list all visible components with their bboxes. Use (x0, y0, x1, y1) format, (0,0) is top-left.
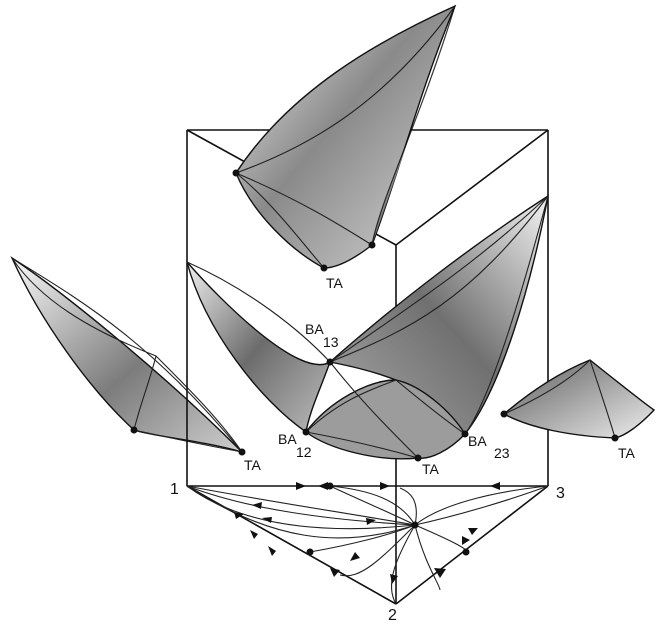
equilibrium-dot (320, 264, 328, 272)
label-ba12: BA (278, 431, 297, 447)
label-ta-left: TA (244, 457, 262, 473)
equilibrium-dot (414, 454, 422, 462)
equilibrium-dot (306, 548, 314, 556)
equilibrium-dot (368, 241, 376, 249)
label-ba12-subscript: 12 (296, 444, 312, 460)
equilibrium-dot (462, 548, 470, 556)
equilibrium-dot (232, 169, 240, 177)
equilibrium-dot (461, 430, 469, 438)
label-ba23-subscript: 23 (494, 445, 510, 461)
flow-lines (186, 482, 549, 605)
equilibrium-dot (326, 482, 334, 490)
vertex-label-2: 2 (388, 607, 397, 624)
equilibrium-dot (326, 358, 334, 366)
equilibrium-dot (500, 410, 508, 418)
label-ba13: BA (305, 321, 324, 337)
equilibrium-dot (238, 448, 246, 456)
label-ba13-subscript: 13 (323, 334, 339, 350)
equilibrium-dot (611, 434, 619, 442)
vertex-label-3: 3 (556, 485, 565, 502)
surface-center-left (186, 261, 332, 434)
surface-left (10, 256, 246, 456)
label-ta-center: TA (422, 461, 440, 477)
vertex-label-1: 1 (170, 481, 179, 498)
equilibrium-dot (302, 428, 310, 436)
label-ta-top: TA (326, 275, 344, 291)
label-ba23: BA (468, 433, 487, 449)
surface-lens (302, 358, 469, 462)
surface-right (500, 359, 656, 442)
surface-top (232, 4, 457, 272)
equilibrium-dot (411, 521, 419, 529)
label-ta-right: TA (618, 445, 636, 461)
equilibrium-dot (130, 426, 138, 434)
